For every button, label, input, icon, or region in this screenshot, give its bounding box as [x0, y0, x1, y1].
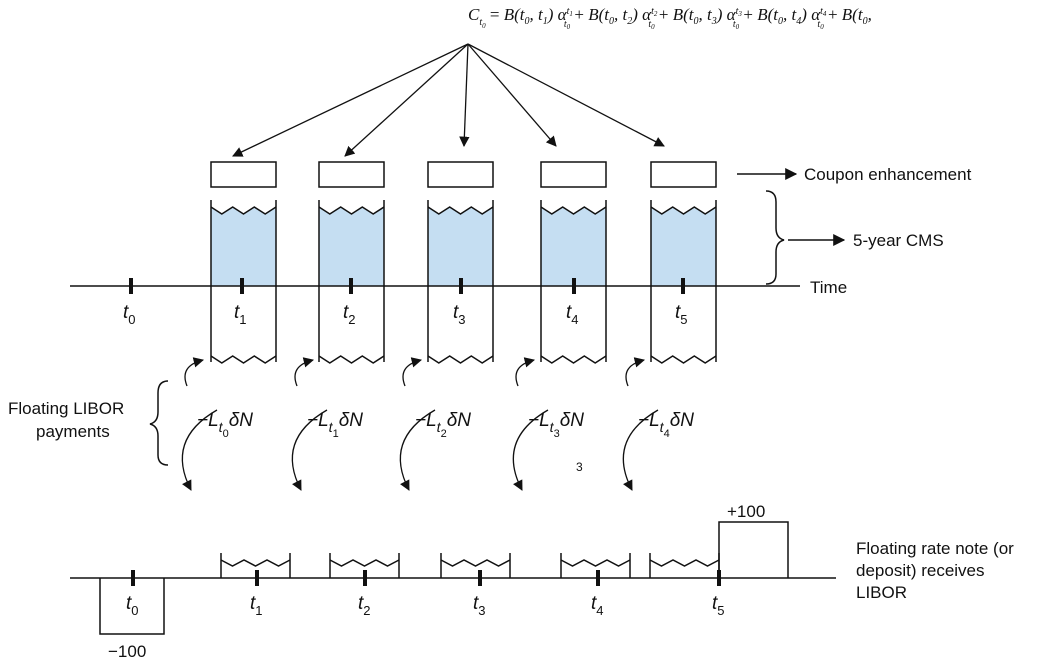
coupon-boxes	[210, 161, 717, 188]
libor-zigzag	[318, 355, 385, 364]
cms-label: 5-year CMS	[853, 231, 944, 250]
fan-arrows	[232, 43, 665, 157]
time-tick-label: t2	[343, 302, 356, 327]
frn-label-line2: deposit) receives	[856, 561, 985, 580]
coupon-box	[210, 161, 277, 188]
cms-zigzag	[427, 206, 494, 215]
time-ticks: t0 t1 t2 t3 t4 t5	[123, 278, 688, 327]
libor-zigzag	[427, 355, 494, 364]
coupon-box	[650, 161, 717, 188]
cms-zigzag	[318, 206, 385, 215]
payment-label: −Lt3δN	[528, 410, 584, 440]
coupon-label: Coupon enhancement	[804, 165, 972, 184]
libor-brace	[149, 380, 169, 466]
payment-down-arrow	[181, 409, 218, 491]
fan-arrow-3	[459, 43, 470, 148]
frn-coupon-boxes	[220, 553, 720, 578]
libor-zigzag	[210, 355, 277, 364]
frn-time-ticks: t0 t1 t2 t3 t4 t5	[126, 570, 725, 618]
cms-zigzag	[540, 206, 607, 215]
libor-zigzag	[650, 355, 717, 364]
frn-time-tick-label: t0	[126, 593, 139, 618]
fan-arrow-4	[467, 43, 557, 147]
fan-arrow-5	[467, 43, 665, 147]
frn-label-line3: LIBOR	[856, 583, 907, 602]
payment-label: −Lt0δN	[197, 410, 253, 440]
cms-column-fill	[428, 207, 493, 286]
payment-hook-arrow	[294, 357, 315, 387]
cms-columns	[210, 200, 717, 286]
frn-time-tick-label: t2	[358, 593, 371, 618]
frn-label-line1: Floating rate note (or	[856, 539, 1014, 558]
cms-brace	[765, 190, 785, 285]
payment-down-arrow	[512, 409, 549, 491]
payment-hook-arrow	[402, 357, 423, 387]
libor-payments: −Lt0δN −Lt1δN −Lt2δN −Lt3δN −Lt4δN	[181, 357, 694, 491]
coupon-box	[540, 161, 607, 188]
libor-zigzag	[540, 355, 607, 364]
principal-in-box	[718, 521, 789, 578]
payment-label: −Lt4δN	[638, 410, 694, 440]
frn-time-tick-label: t4	[591, 593, 604, 618]
principal-out-label: −100	[108, 642, 146, 661]
cms-column-fill	[211, 207, 276, 286]
payment-down-arrow	[399, 409, 436, 491]
frn-coupon-zigzag	[220, 559, 291, 567]
cms-column-fill	[319, 207, 384, 286]
payment-down-arrow	[291, 409, 328, 491]
frn-time-tick-label: t3	[473, 593, 486, 618]
time-tick-label: t0	[123, 302, 136, 327]
payment-label: −Lt2δN	[415, 410, 471, 440]
cms-zigzag	[210, 206, 277, 215]
frn-coupon-zigzag	[560, 559, 631, 567]
frn-coupon-zigzag	[649, 559, 720, 567]
cms-zigzag	[650, 206, 717, 215]
frn-time-tick-label: t1	[250, 593, 263, 618]
time-tick-label: t3	[453, 302, 466, 327]
stray-digit: 3	[576, 460, 583, 474]
payment-hook-arrow	[184, 357, 205, 387]
time-tick-label: t1	[234, 302, 247, 327]
coupon-box	[427, 161, 494, 188]
libor-columns	[210, 286, 717, 364]
cms-column-fill	[651, 207, 716, 286]
fan-arrow-2	[344, 43, 469, 157]
frn-coupon-zigzag	[440, 559, 511, 567]
cms-column-fill	[541, 207, 606, 286]
floating-libor-label: Floating LIBOR	[8, 399, 124, 418]
principal-in-label: +100	[727, 502, 765, 521]
frn-coupon-zigzag	[329, 559, 400, 567]
payment-down-arrow	[622, 409, 659, 491]
coupon-box	[318, 161, 385, 188]
time-tick-label: t4	[566, 302, 579, 327]
frn-time-tick-label: t5	[712, 593, 725, 618]
principal-out-box	[99, 578, 165, 635]
time-label: Time	[810, 278, 847, 297]
payment-hook-arrow	[625, 357, 646, 387]
time-tick-label: t5	[675, 302, 688, 327]
payment-hook-arrow	[515, 357, 536, 387]
floating-payments-label: payments	[36, 422, 110, 441]
fan-arrow-1	[232, 43, 469, 157]
payment-label: −Lt1δN	[307, 410, 363, 440]
